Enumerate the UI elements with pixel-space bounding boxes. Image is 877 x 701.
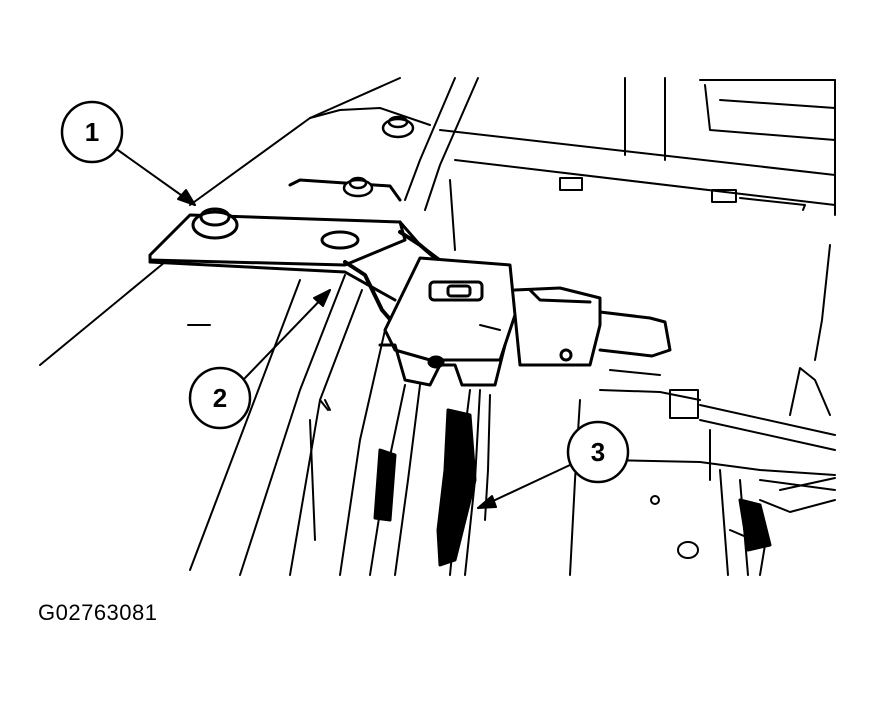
arrowhead-3 bbox=[477, 495, 497, 509]
detail-marks bbox=[187, 324, 501, 411]
right-frame bbox=[599, 244, 836, 576]
callout-number-2: 2 bbox=[213, 383, 227, 413]
callout-3 bbox=[477, 420, 630, 509]
connector-module bbox=[378, 256, 672, 387]
callout-1 bbox=[60, 100, 196, 206]
arrowhead-1 bbox=[177, 189, 196, 206]
callout-circle-3 bbox=[566, 420, 630, 484]
callout-number-1: 1 bbox=[85, 117, 99, 147]
leader-line-2 bbox=[244, 289, 331, 379]
callout-number-3: 3 bbox=[591, 437, 605, 467]
callout-2 bbox=[188, 289, 331, 430]
arrowhead-2 bbox=[313, 289, 331, 307]
component-location-diagram: 1 2 3 bbox=[39, 77, 836, 576]
figure-id-label: G02763081 bbox=[38, 600, 158, 625]
upper-panel bbox=[39, 77, 836, 366]
upper-nut bbox=[381, 115, 415, 139]
callout-circle-1 bbox=[60, 100, 124, 164]
harness-rails bbox=[189, 274, 581, 576]
mounting-nut bbox=[191, 207, 239, 240]
callout-circle-2 bbox=[188, 366, 252, 430]
bracket-nut bbox=[342, 176, 374, 198]
bracket bbox=[148, 178, 442, 302]
harness-clip bbox=[373, 408, 772, 567]
